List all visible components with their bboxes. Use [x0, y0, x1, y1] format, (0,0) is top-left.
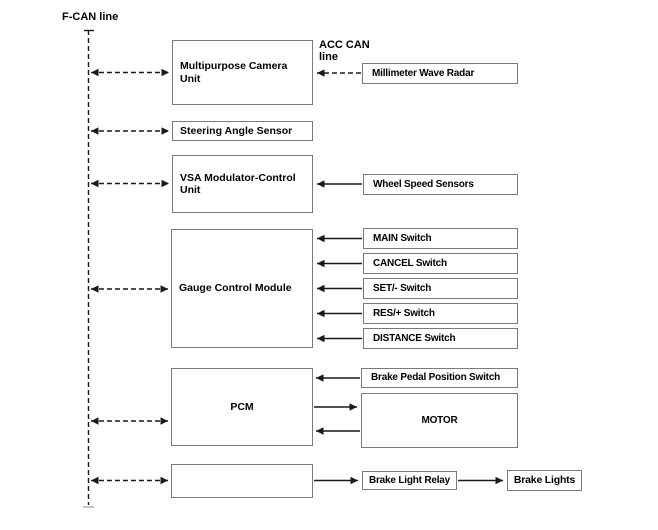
box-cancel-switch: CANCEL Switch	[363, 253, 518, 274]
box-distance-switch: DISTANCE Switch	[363, 328, 518, 349]
fcan-line-label: F-CAN line	[62, 11, 119, 23]
box-multipurpose-camera-unit: Multipurpose Camera Unit	[172, 40, 313, 105]
box-vsa-modulator-control-unit: VSA Modulator-Control Unit	[172, 155, 313, 213]
box-brake-pedal-position-switch: Brake Pedal Position Switch	[361, 368, 518, 388]
box-millimeter-wave-radar: Millimeter Wave Radar	[362, 63, 518, 84]
acc-can-line-label: ACC CAN line	[319, 39, 370, 63]
box-steering-angle-sensor: Steering Angle Sensor	[172, 121, 313, 141]
box-brake-light-relay: Brake Light Relay	[362, 471, 457, 490]
box-pcm: PCM	[171, 368, 313, 446]
box-main-switch: MAIN Switch	[363, 228, 518, 249]
box-motor: MOTOR	[361, 393, 518, 448]
box-gauge-control-module: Gauge Control Module	[171, 229, 313, 348]
box-electric-servo-brake-control-unit	[171, 464, 313, 498]
box-set-minus-switch: SET/- Switch	[363, 278, 518, 299]
box-brake-lights: Brake Lights	[507, 470, 582, 491]
box-wheel-speed-sensors: Wheel Speed Sensors	[363, 174, 518, 195]
box-res-plus-switch: RES/+ Switch	[363, 303, 518, 324]
